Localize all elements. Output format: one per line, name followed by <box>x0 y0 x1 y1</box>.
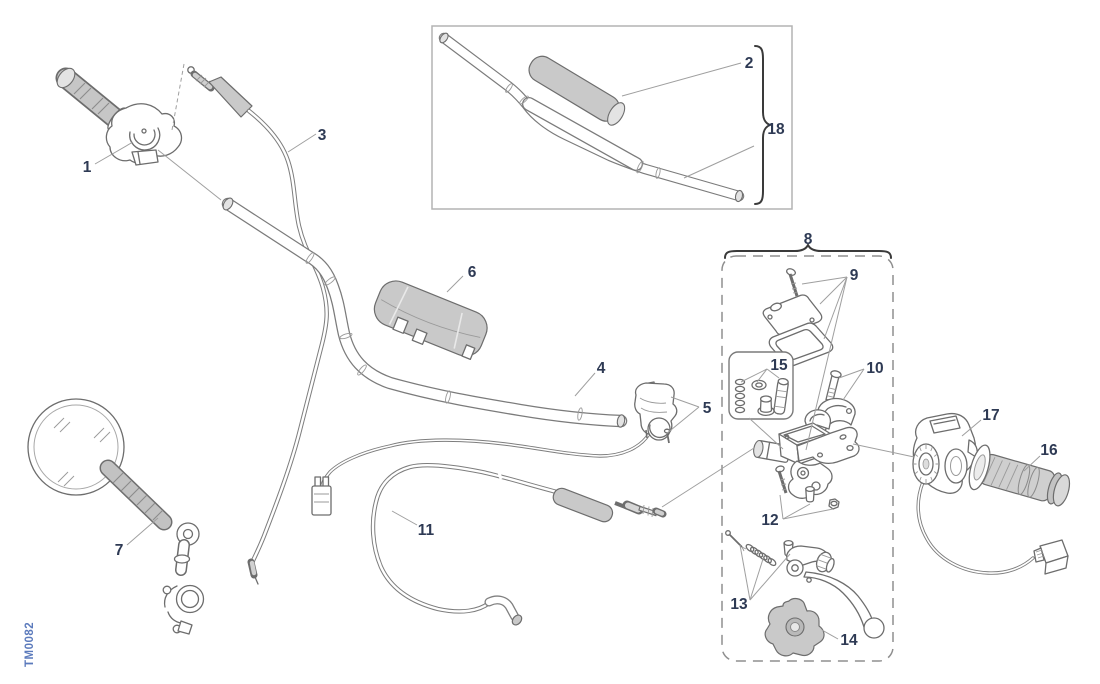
lever-spring <box>745 543 777 567</box>
kit-piston <box>773 377 789 415</box>
cable-sheath <box>552 487 614 523</box>
pad-notch <box>411 328 428 345</box>
part-label-2: 2 <box>745 55 754 72</box>
clutch-master-cylinder <box>753 409 860 499</box>
mirror-glass <box>27 398 125 496</box>
adjuster-knob <box>764 597 825 657</box>
lever-pivot <box>786 559 804 577</box>
wire-connector <box>311 485 332 516</box>
leader-lines <box>94 63 1041 640</box>
part-label-16: 16 <box>1040 442 1058 459</box>
leader-18 <box>683 145 755 179</box>
engine-stop-switch <box>311 381 678 516</box>
crossbar-handlebar <box>438 32 745 203</box>
piston-kit-box <box>728 351 794 420</box>
handlebar-pad-sleeve <box>528 55 626 126</box>
cable-break-mark <box>496 468 503 480</box>
group-8-border <box>721 255 894 662</box>
part-label-12: 12 <box>761 512 778 529</box>
throttle-grip-assembly <box>55 67 183 166</box>
lever-ball-end <box>863 617 885 639</box>
part-labels: 1 3 2 18 6 4 5 7 11 8 9 10 15 12 13 14 1… <box>83 55 1058 649</box>
bracket-brace-18 <box>754 45 773 205</box>
kit-seal <box>751 379 767 391</box>
part-label-6: 6 <box>468 264 477 281</box>
mirror-assembly <box>27 398 205 635</box>
part-label-5: 5 <box>703 400 712 417</box>
bar-open-end-right <box>616 414 626 428</box>
bracket-brace-8 <box>724 242 892 259</box>
left-grip <box>968 444 1071 507</box>
clamp-bolt-10 <box>825 370 842 402</box>
part-label-4: 4 <box>597 360 606 377</box>
part-label-15: 15 <box>770 357 788 374</box>
handlebar-pad <box>373 280 488 361</box>
kit-boot <box>757 395 775 417</box>
lever-bracket <box>796 426 860 464</box>
fastener-set-12 <box>775 465 840 510</box>
cable-end-tip <box>254 576 259 585</box>
part-label-10: 10 <box>866 360 883 377</box>
part-label-11: 11 <box>418 522 435 539</box>
lever-pin-kit <box>725 530 794 567</box>
kit-spring <box>734 378 746 414</box>
part-label-9: 9 <box>850 267 859 284</box>
clutch-lever <box>786 545 885 639</box>
handlebar-inset-panel <box>431 25 793 210</box>
clamp-bolt <box>162 585 172 595</box>
part-label-8: 8 <box>804 231 813 248</box>
part-label-7: 7 <box>115 542 124 559</box>
leader-2 <box>621 62 742 97</box>
cable-11 <box>370 462 667 626</box>
pad-notch <box>392 316 409 334</box>
grip-open-end <box>56 67 76 89</box>
throttle-cable <box>187 66 329 585</box>
bar-open-end <box>222 197 234 211</box>
drawing-code: TM0082 <box>24 622 36 667</box>
handlebar <box>221 197 628 428</box>
cable-elbow-tip <box>511 614 523 626</box>
part-label-13: 13 <box>730 596 748 613</box>
clutch-control-group-box <box>721 242 894 662</box>
mirror-clamp-ring <box>175 584 205 614</box>
light-switch <box>912 412 1069 575</box>
part-label-17: 17 <box>982 407 999 424</box>
cable-ferrule <box>208 76 253 118</box>
part-label-3: 3 <box>318 127 327 144</box>
part-label-14: 14 <box>840 632 858 649</box>
connector-front <box>1044 555 1069 575</box>
pad-notch <box>461 344 476 361</box>
part-label-1: 1 <box>83 159 92 176</box>
switch-face <box>944 448 968 484</box>
part-label-18: 18 <box>767 121 785 138</box>
reservoir-cover-kit <box>762 268 834 367</box>
